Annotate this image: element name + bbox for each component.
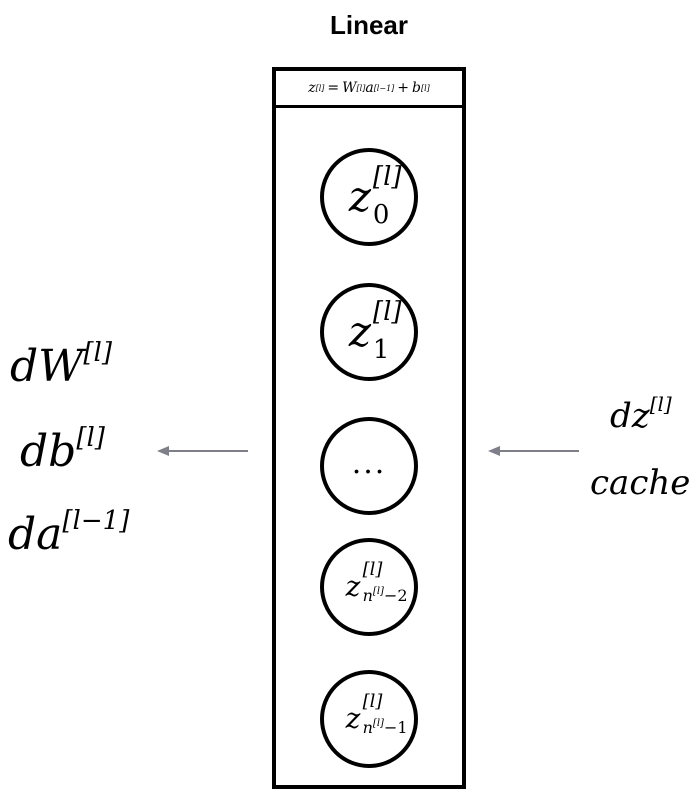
node-z1-sup: [l] — [372, 297, 402, 327]
node-zn1-base: z — [345, 702, 361, 735]
eq-w: W — [342, 80, 357, 96]
node-zn2-sup: [l] — [362, 559, 383, 580]
node-zn2-sub: n[l]−2 — [363, 587, 408, 604]
node-zn1-sup: [l] — [362, 691, 383, 712]
node-zn1-sub: n[l]−1 — [363, 719, 408, 736]
eq-z: z — [308, 80, 316, 96]
output-da: da[l−1] — [8, 508, 129, 557]
output-db-sup: [l] — [76, 423, 105, 453]
input-arrow — [488, 446, 579, 456]
input-dz-base: dz — [610, 396, 650, 436]
input-dz: dz[l] — [610, 394, 672, 433]
node-zn1-sub-base: n — [362, 718, 373, 737]
input-dz-sup: [l] — [649, 392, 672, 416]
output-arrow — [157, 446, 248, 456]
output-da-base: da — [8, 509, 63, 560]
eq-b-sup: [l] — [420, 83, 430, 93]
output-dw-sup: [l] — [83, 338, 112, 368]
eq-b: b — [412, 80, 421, 96]
node-z-n-minus-1: z [l] n[l]−1 — [320, 670, 418, 768]
node-zn2-base: z — [345, 570, 361, 603]
eq-plus: + — [397, 80, 410, 96]
eq-z-sup: [l] — [315, 83, 325, 93]
node-zn2-sub-inner: [l] — [372, 586, 384, 597]
node-z1-sub: 1 — [372, 335, 390, 365]
linear-equation: z[l] = W[l] a[l−1] + b[l] — [276, 71, 462, 108]
node-ellipsis-text: ... — [351, 445, 387, 481]
node-zn1-sub-inner: [l] — [372, 718, 384, 729]
output-da-sup: [l−1] — [62, 506, 130, 536]
input-cache: cache — [590, 466, 690, 500]
output-dw-base: dW — [10, 341, 84, 392]
linear-layer-box: z[l] = W[l] a[l−1] + b[l] z [l] 0 z [l] … — [272, 67, 466, 789]
input-cache-base: cache — [590, 463, 691, 503]
node-z0-base: z — [348, 172, 372, 221]
node-z0-sub: 0 — [372, 200, 390, 230]
node-zn1-sub-tail: −1 — [383, 718, 408, 737]
node-z-n-minus-2: z [l] n[l]−2 — [320, 538, 418, 636]
node-ellipsis: ... — [320, 417, 418, 515]
node-z0-sup: [l] — [372, 162, 402, 192]
output-db-base: db — [20, 426, 77, 477]
eq-a: a — [365, 80, 374, 96]
eq-a-sup: [l−1] — [373, 83, 395, 93]
node-z1-base: z — [348, 307, 372, 356]
node-zn2-sub-base: n — [362, 586, 373, 605]
node-z1: z [l] 1 — [320, 283, 418, 381]
eq-equals: = — [327, 80, 340, 96]
output-dw: dW[l] — [10, 340, 112, 389]
node-z0: z [l] 0 — [320, 148, 418, 246]
output-db: db[l] — [20, 425, 105, 474]
layer-title: Linear — [329, 10, 409, 40]
eq-w-sup: [l] — [356, 83, 366, 93]
node-zn2-sub-tail: −2 — [383, 586, 408, 605]
